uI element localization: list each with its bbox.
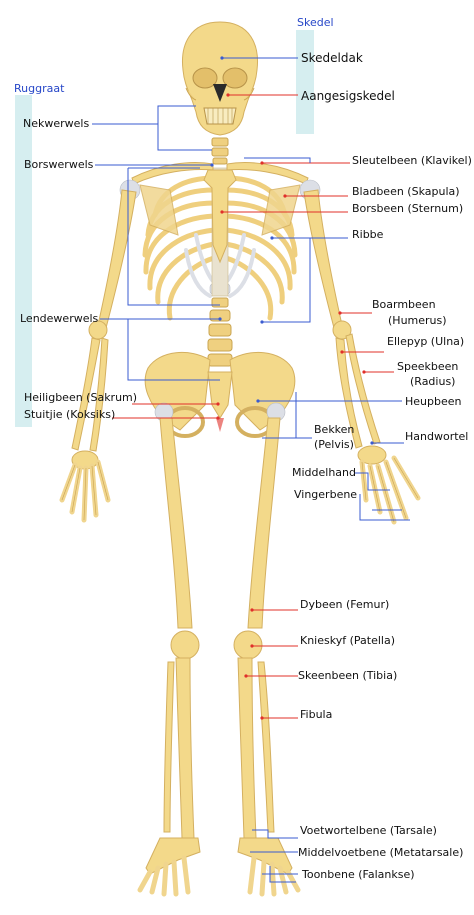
label-tibia: Skeenbeen (Tibia): [298, 669, 398, 682]
label-wrist: Handwortel: [405, 430, 469, 443]
label-metatarsals: Middelvoetbene (Metatarsale): [298, 846, 464, 859]
spine-group-label: Ruggraat: [14, 82, 65, 95]
label-sacrum: Heiligbeen (Sakrum): [24, 391, 138, 404]
skull-group-label: Skedel: [297, 16, 334, 29]
label-radius-2: (Radius): [410, 375, 456, 388]
label-ribs: Ribbe: [352, 228, 384, 241]
ribcage: [142, 167, 298, 321]
label-humerus-1: Boarmbeen: [372, 298, 436, 311]
label-ulna: Ellepyp (Ulna): [387, 335, 465, 348]
label-lumbar: Lendewerwels: [20, 312, 99, 325]
label-phalanges-foot: Toonbene (Falankse): [302, 868, 415, 881]
label-tarsals: Voetwortelbene (Tarsale): [300, 824, 437, 837]
label-thoracic: Borswerwels: [24, 158, 94, 171]
pelvis: [144, 351, 296, 438]
feet: [137, 837, 301, 897]
label-radius-1: Speekbeen: [397, 360, 459, 373]
label-metacarpals: Middelhand: [292, 466, 357, 479]
label-face: Aangesigskedel: [301, 89, 395, 103]
label-pelvis-2: (Pelvis): [314, 438, 354, 451]
label-coccyx: Stuitjie (Koksiks): [24, 408, 116, 421]
label-hip: Heupbeen: [405, 395, 462, 408]
left-leg: [159, 417, 200, 839]
skull-bracket: [296, 30, 314, 134]
label-patella: Knieskyf (Patella): [300, 634, 395, 647]
left-arm: [71, 189, 137, 470]
label-clavicle: Sleutelbeen (Klavikel): [352, 154, 472, 167]
spine-bracket: [15, 95, 32, 427]
right-leg: [233, 417, 281, 839]
left-hand: [59, 459, 111, 523]
leader-lines: [92, 56, 410, 883]
right-arm: [303, 189, 387, 465]
label-pelvis-1: Bekken: [314, 423, 355, 436]
label-fibula: Fibula: [300, 708, 333, 721]
label-cranium: Skedeldak: [301, 51, 363, 65]
label-sternum: Borsbeen (Sternum): [352, 202, 464, 215]
label-humerus-2: (Humerus): [388, 314, 447, 327]
right-hand: [359, 455, 421, 525]
skull: [181, 21, 259, 136]
label-femur: Dybeen (Femur): [300, 598, 390, 611]
label-scapula: Bladbeen (Skapula): [352, 185, 460, 198]
label-phalanges-hand: Vingerbene: [294, 488, 358, 501]
label-cervical: Nekwerwels: [23, 117, 90, 130]
